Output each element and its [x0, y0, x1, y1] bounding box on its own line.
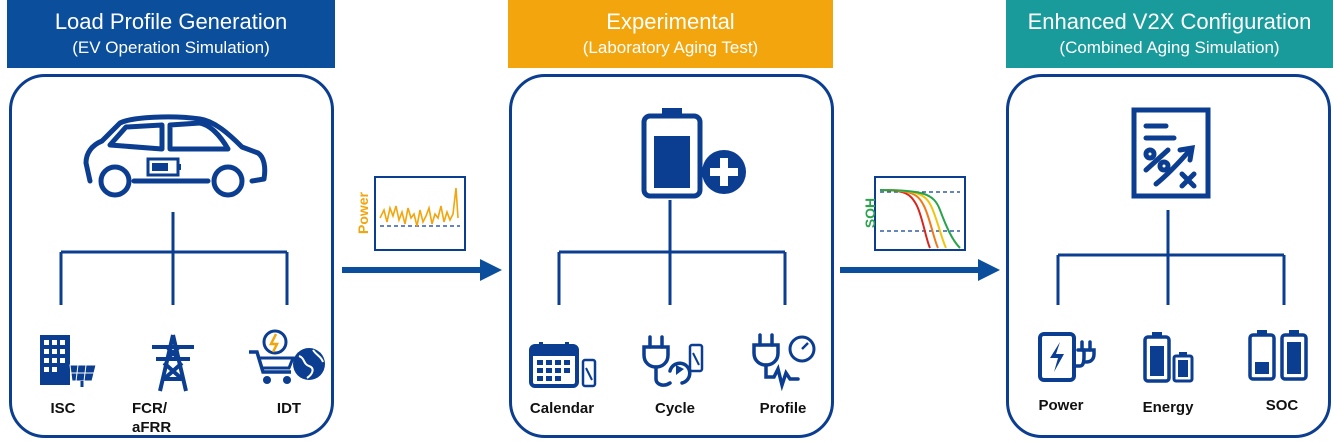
plug-cycle-icon	[642, 335, 704, 387]
battery-soc-icon	[1248, 330, 1308, 381]
building-solar-icon	[40, 335, 97, 387]
power-chart-ylabel: Power	[355, 192, 371, 235]
item-label-idt: IDT	[276, 400, 302, 417]
calendar-battery-icon	[529, 342, 597, 388]
stage2-title: Experimental	[606, 9, 735, 34]
item-label-energy: Energy	[1142, 399, 1194, 416]
stage1-subtitle: (EV Operation Simulation)	[72, 38, 270, 57]
cart-globe-icon	[249, 329, 325, 384]
charger-icon	[1038, 332, 1096, 382]
battery-plus-icon	[641, 108, 746, 199]
arrow-right-icon	[840, 259, 1000, 281]
item-label-calendar: Calendar	[529, 400, 595, 417]
stage1-title: Load Profile Generation	[54, 9, 288, 34]
arrow-right-icon	[342, 259, 502, 281]
plug-gauge-icon	[752, 333, 816, 392]
power-chart	[374, 176, 466, 251]
stage3-title: Enhanced V2X Configuration	[1027, 9, 1312, 34]
soh-chart	[874, 176, 966, 251]
car-icon	[83, 114, 268, 198]
item-label-power: Power	[1038, 397, 1084, 414]
item-label-soc: SOC	[1265, 397, 1299, 414]
item-label-fcr-afrr: FCR/ aFRR	[132, 400, 172, 436]
item-label-profile: Profile	[759, 400, 807, 417]
stage3-header: Enhanced V2X Configuration (Combined Agi…	[1006, 0, 1333, 68]
stage1-header: Load Profile Generation (EV Operation Si…	[7, 0, 335, 68]
stage3-subtitle: (Combined Aging Simulation)	[1059, 38, 1280, 57]
item-label-cycle: Cycle	[654, 400, 696, 417]
stage2-header: Experimental (Laboratory Aging Test)	[508, 0, 833, 68]
document-chart-icon	[1131, 107, 1211, 199]
item-label-isc: ISC	[50, 400, 76, 417]
soh-chart-ylabel: SOH	[862, 197, 878, 229]
stage2-subtitle: (Laboratory Aging Test)	[582, 38, 759, 57]
battery-pair-icon	[1143, 332, 1194, 383]
power-trace	[379, 187, 460, 227]
soh-curves	[879, 189, 961, 249]
power-tower-icon	[152, 334, 194, 392]
